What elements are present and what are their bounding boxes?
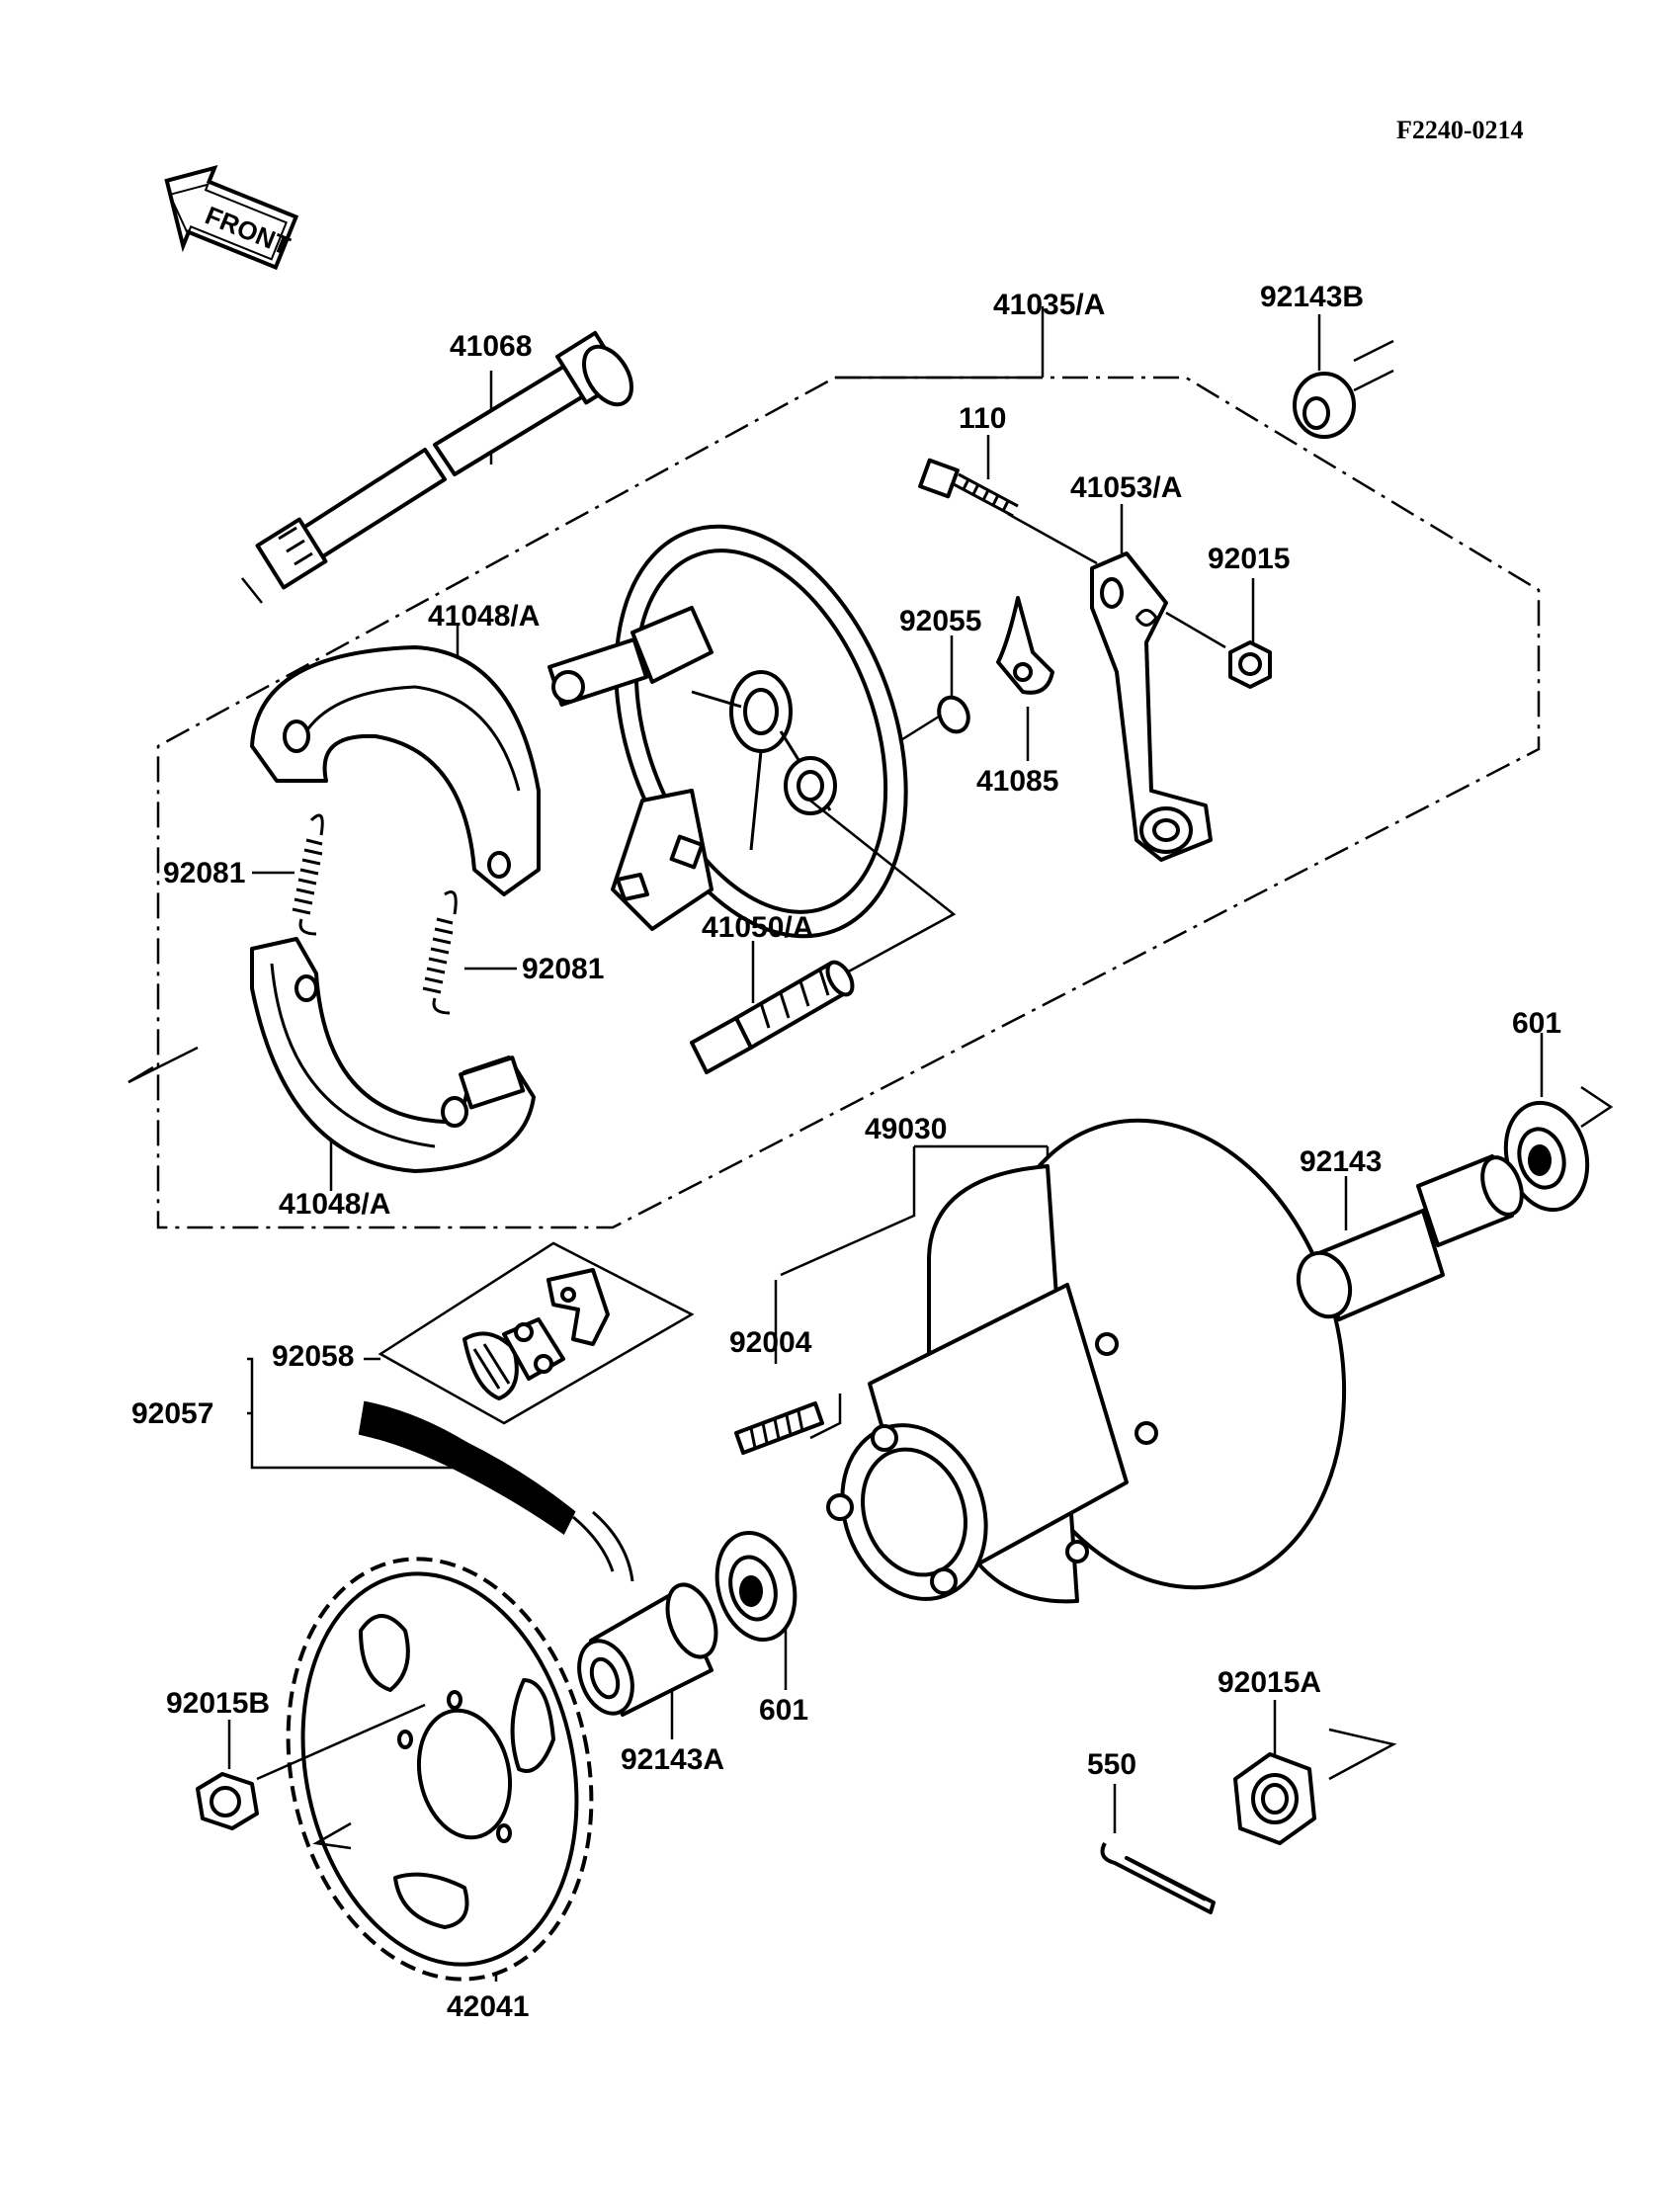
stud-bolt: [734, 1280, 842, 1455]
collar-92143a: [577, 1582, 718, 1739]
label-92081-left: 92081: [163, 857, 245, 889]
label-92081-right: 92081: [522, 953, 604, 985]
label-601-left: 601: [759, 1694, 808, 1727]
label-41068: 41068: [450, 330, 532, 363]
label-92057: 92057: [131, 1397, 213, 1430]
label-42041: 42041: [447, 1990, 529, 2023]
label-92143: 92143: [1300, 1145, 1382, 1178]
lever-nut: [1165, 578, 1272, 689]
lever-bolt: [918, 435, 1098, 565]
label-550: 550: [1087, 1748, 1136, 1781]
diagram-code: F2240-0214: [1396, 116, 1524, 144]
label-41048a-top: 41048/A: [428, 600, 540, 633]
brake-panel: [547, 524, 908, 939]
shoe-spring-left: [252, 813, 324, 936]
sprocket-nut: [196, 1703, 426, 1850]
pivot-shaft: [255, 330, 633, 590]
wheel-hub: [780, 1118, 1347, 1604]
label-92055: 92055: [899, 605, 981, 637]
label-41050a: 41050/A: [702, 911, 813, 944]
label-92015: 92015: [1208, 543, 1290, 575]
brake-panel-group-outline: [156, 376, 1541, 1229]
label-110: 110: [959, 402, 1006, 435]
label-49030: 49030: [865, 1113, 947, 1145]
brake-shoe-top: [250, 623, 541, 896]
bearing-left: [714, 1530, 798, 1690]
label-92015a: 92015A: [1218, 1666, 1321, 1699]
label-92004: 92004: [729, 1326, 812, 1359]
label-92058: 92058: [272, 1340, 354, 1373]
label-41085: 41085: [976, 765, 1058, 798]
cotter-pin: [1100, 1784, 1216, 1914]
chain-link: [247, 1241, 695, 1470]
wear-indicator: [996, 596, 1054, 761]
axle-nut: [1233, 1700, 1397, 1845]
brake-camshaft: [690, 800, 957, 1074]
o-ring: [898, 635, 970, 743]
drive-chain: [358, 1400, 634, 1582]
label-92015b: 92015B: [166, 1687, 270, 1720]
brake-shoe-bottom: [250, 937, 536, 1191]
collar-92143b: [1293, 314, 1394, 439]
label-41035a: 41035/A: [993, 289, 1105, 321]
label-92143b: 92143B: [1260, 281, 1364, 313]
rear-sprocket: [286, 1557, 594, 1982]
collar-92143: [1296, 1154, 1524, 1321]
label-601-right: 601: [1512, 1007, 1561, 1040]
label-41053a: 41053/A: [1070, 471, 1182, 504]
shoe-spring-right: [422, 890, 517, 1015]
front-arrow-icon: FRONT: [164, 165, 299, 271]
label-41048a-bottom: 41048/A: [279, 1188, 390, 1221]
label-92143a: 92143A: [621, 1743, 724, 1776]
brake-lever: [1090, 504, 1213, 862]
